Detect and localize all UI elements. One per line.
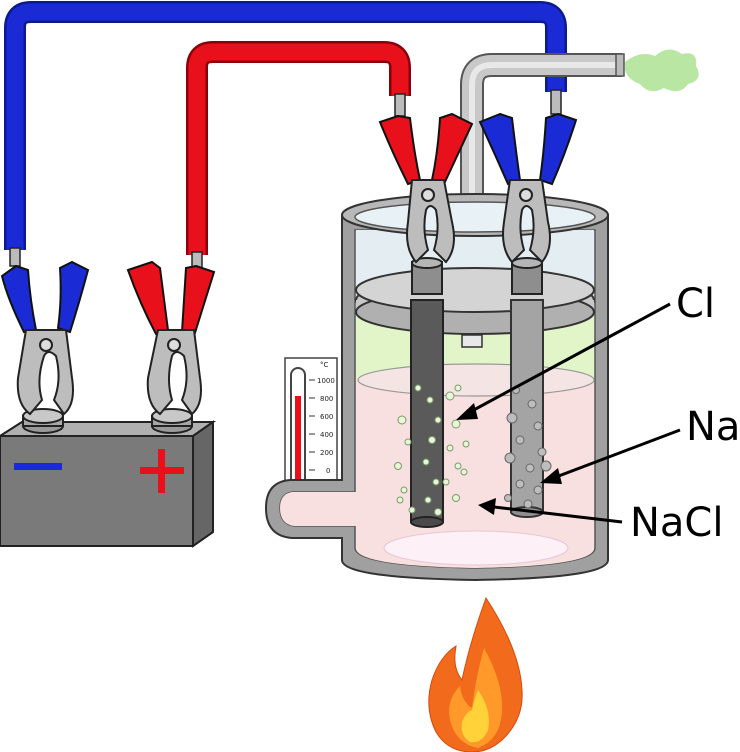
- callout-arrows: [456, 302, 681, 524]
- gas-outlet-pipe: [460, 53, 625, 272]
- plus-sign: [140, 449, 184, 493]
- negative-cell-clamp: [478, 89, 578, 264]
- label-chlorine: Cl: [676, 281, 715, 327]
- tick-label: 200: [320, 449, 333, 457]
- thermometer: °C 1000 800 600 400 200 0: [284, 357, 338, 522]
- pipe-inlet: [461, 334, 483, 348]
- positive-wire: [186, 41, 411, 255]
- bottom-glow: [383, 530, 569, 566]
- minus-sign: [14, 463, 62, 470]
- positive-battery-clamp: [126, 251, 216, 416]
- chlorine-bubbles: [394, 384, 470, 516]
- tick-label: 400: [320, 431, 333, 439]
- chlorine-gas-cloud: [625, 49, 699, 92]
- flame-icon: [428, 596, 523, 752]
- positive-cell-clamp: [378, 93, 474, 264]
- tick-label: 800: [320, 395, 333, 403]
- tick-label: 1000: [317, 377, 335, 385]
- sodium-bubbles: [504, 386, 552, 509]
- negative-wire: [4, 1, 567, 250]
- tick-label: 600: [320, 413, 333, 421]
- negative-battery-clamp: [0, 247, 90, 416]
- battery: [0, 408, 217, 548]
- label-sodium: Na: [686, 404, 740, 450]
- thermometer-unit: °C: [320, 361, 329, 369]
- label-salt: NaCl: [630, 500, 723, 546]
- tick-label: 0: [326, 467, 330, 475]
- thermometer-scale: 1000 800 600 400 200 0: [309, 377, 335, 475]
